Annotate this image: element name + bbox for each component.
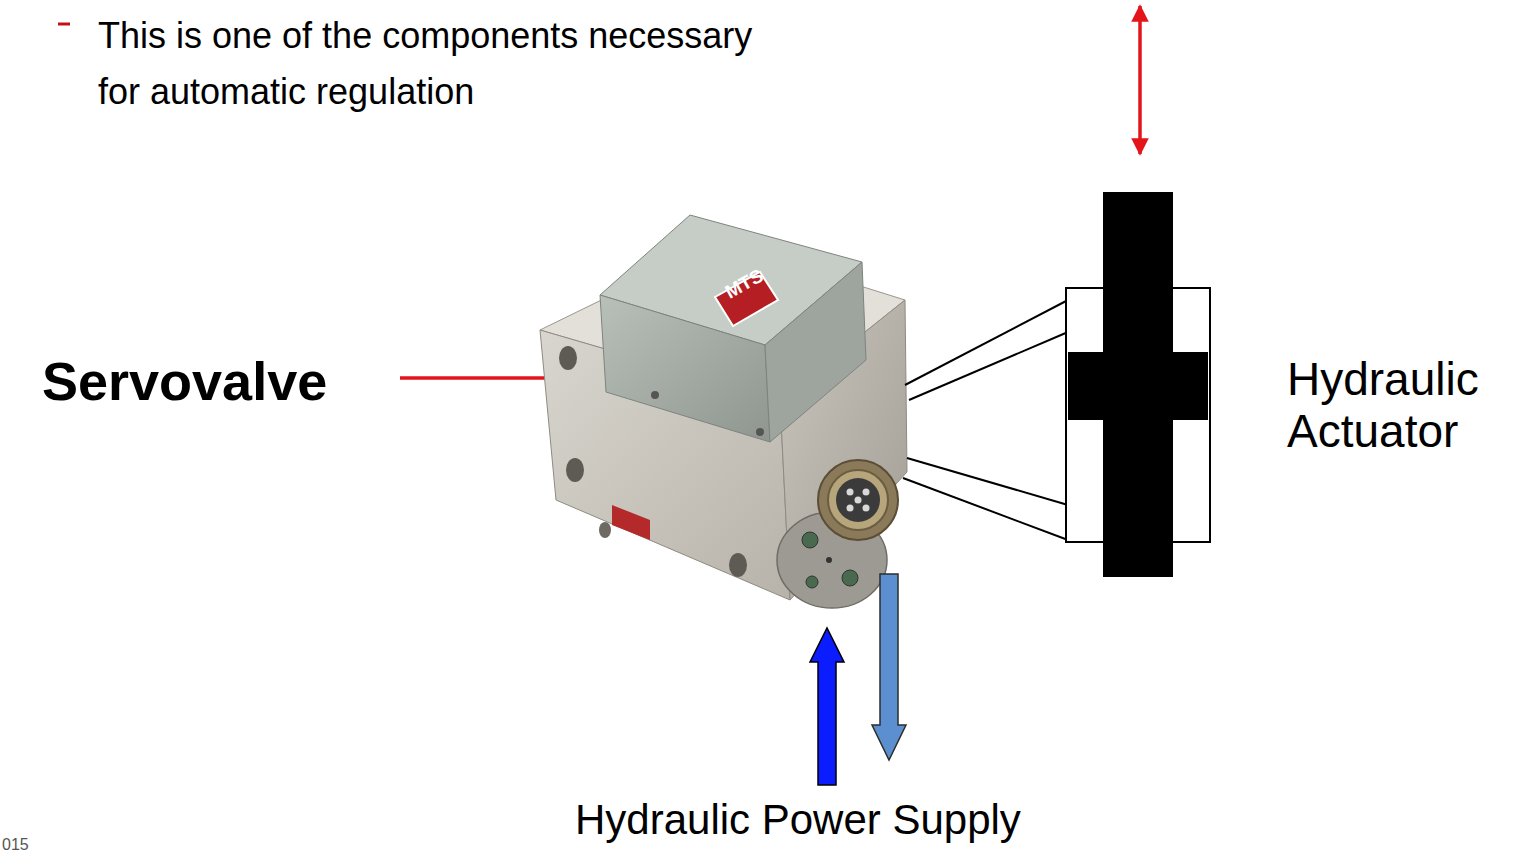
label-slot: Servovalve [42,350,327,412]
actuator-symbol [1066,192,1210,577]
return-arrow [872,574,906,760]
brand-mark: MTS [722,266,766,302]
label-slot: This is one of the components necessary … [98,8,788,120]
label-slot: Hydraulic Power Supply [575,796,1021,844]
label-slot: MTS [722,266,766,302]
label-slot: 015 [2,836,29,854]
bullet-dash [58,23,70,26]
supply-arrow [810,628,844,785]
servovalve-photo [540,215,907,608]
page-footer: 015 [2,836,29,854]
component-name: Hydraulic Actuator [1287,354,1512,457]
supply-label: Hydraulic Power Supply [575,796,1021,844]
bullet-note: This is one of the components necessary … [98,8,788,120]
label-slot: Hydraulic Actuator [1287,354,1512,457]
hydraulic-lines [903,300,1068,540]
component-name: Servovalve [42,350,327,412]
motion-arrow [1138,6,1142,154]
